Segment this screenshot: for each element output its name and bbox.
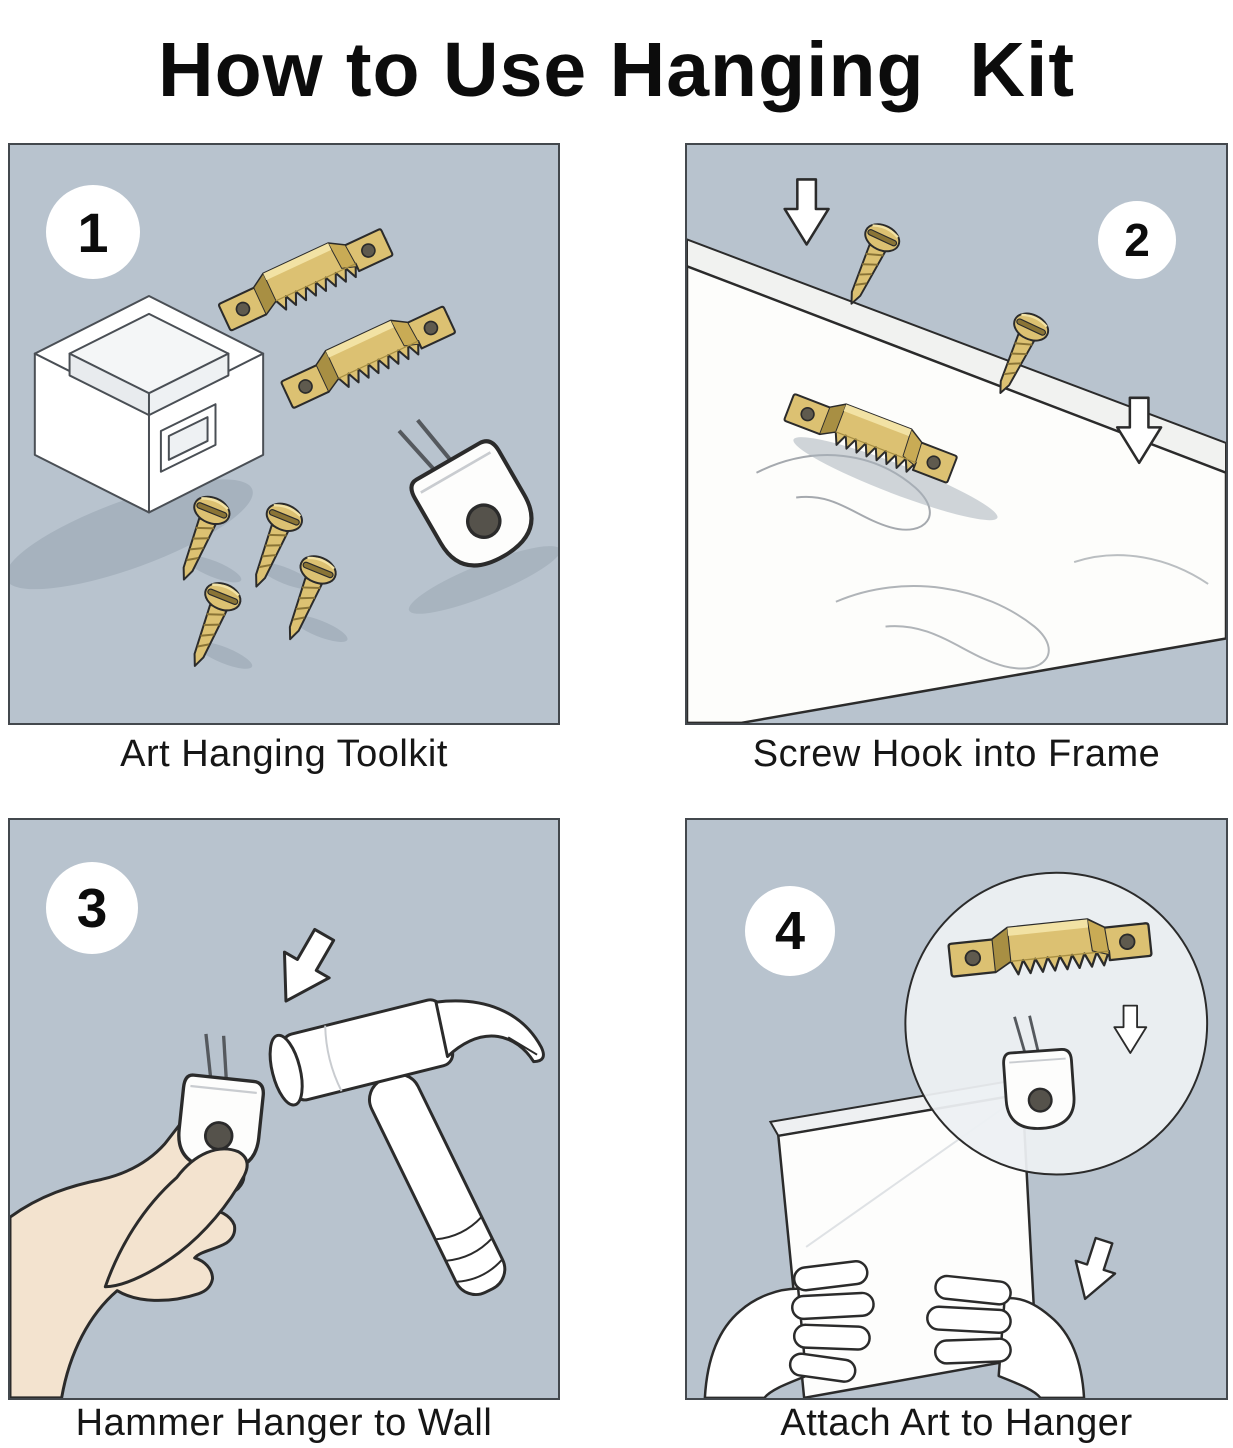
sawtooth-hanger: [213, 219, 396, 336]
storage-box: [33, 295, 265, 514]
hammer-handle: [368, 1072, 507, 1296]
hanger-shadow: [793, 437, 998, 521]
step-4-panel: 4: [685, 818, 1228, 1400]
step-2-number: 2: [1124, 214, 1150, 266]
thumb: [103, 1147, 249, 1289]
attach-illustration: [703, 871, 1209, 1398]
step-3-caption: Hammer Hanger to Wall: [75, 1402, 493, 1444]
toolkit-illustration: [10, 219, 558, 675]
step-3-panel: 3: [8, 818, 560, 1400]
hand: [703, 1260, 875, 1398]
step-1-number-badge: 1: [46, 185, 140, 279]
frame-illustration: [687, 178, 1226, 723]
step-4-number: 4: [774, 901, 806, 961]
page-title: How to Use Hanging Kit: [157, 27, 1076, 113]
hammer: [268, 998, 545, 1296]
hammer-head: [268, 998, 545, 1107]
step-4-caption: Attach Art to Hanger: [780, 1402, 1133, 1444]
screw: [834, 217, 905, 313]
sawtooth-hanger: [276, 296, 459, 414]
step-2-caption: Screw Hook into Frame: [752, 733, 1161, 775]
step-4-number-badge: 4: [745, 886, 835, 976]
step-1-panel: 1: [8, 143, 560, 725]
magnifier-circle: [904, 871, 1209, 1176]
box-shadow: [10, 479, 253, 590]
wood-frame: [687, 238, 1226, 723]
step-3-number: 3: [76, 877, 108, 939]
hand: [926, 1274, 1086, 1398]
step-2-panel: 2: [685, 143, 1228, 725]
step-1-caption: Art Hanging Toolkit: [120, 733, 448, 775]
down-arrow-icon: [1064, 1233, 1125, 1307]
step-2-number-badge: 2: [1098, 201, 1176, 279]
step-1-number: 1: [77, 200, 109, 264]
down-arrow-icon: [262, 920, 349, 1016]
hammer-illustration: [10, 920, 545, 1398]
down-arrow-icon: [783, 178, 830, 246]
step-3-number-badge: 3: [46, 862, 138, 954]
